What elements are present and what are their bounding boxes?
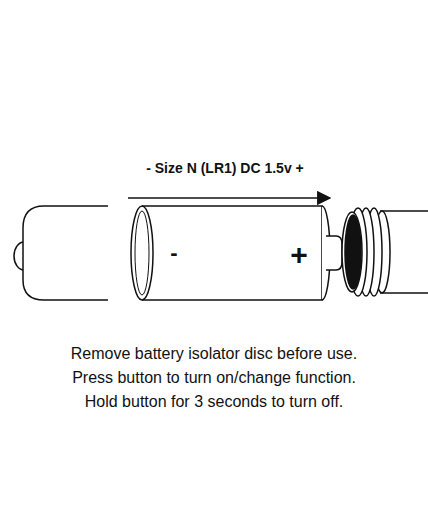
polarity-plus: + [290, 238, 308, 273]
battery-cell [131, 206, 342, 300]
direction-arrow [128, 197, 330, 199]
end-cap [14, 206, 108, 300]
instruction-line: Hold button for 3 seconds to turn off. [85, 393, 344, 411]
battery-size-label: - Size N (LR1) DC 1.5v + [146, 160, 304, 176]
instruction-line: Press button to turn on/change function. [72, 369, 356, 387]
polarity-minus: - [170, 240, 177, 265]
instruction-line: Remove battery isolator disc before use. [71, 345, 357, 363]
device-tube [342, 208, 428, 296]
